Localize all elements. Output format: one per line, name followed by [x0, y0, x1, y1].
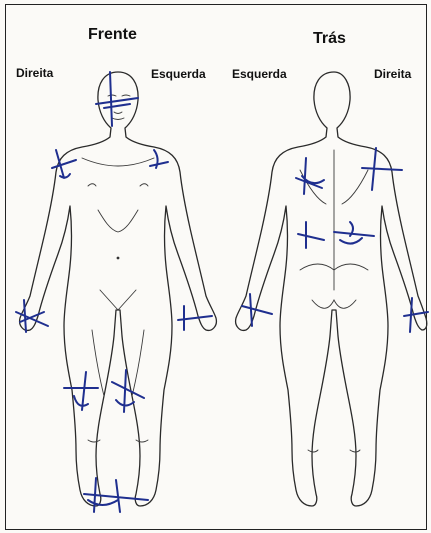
back-pain-marks [242, 148, 428, 332]
back-body-figure [236, 72, 427, 506]
front-body-figure [20, 72, 217, 506]
